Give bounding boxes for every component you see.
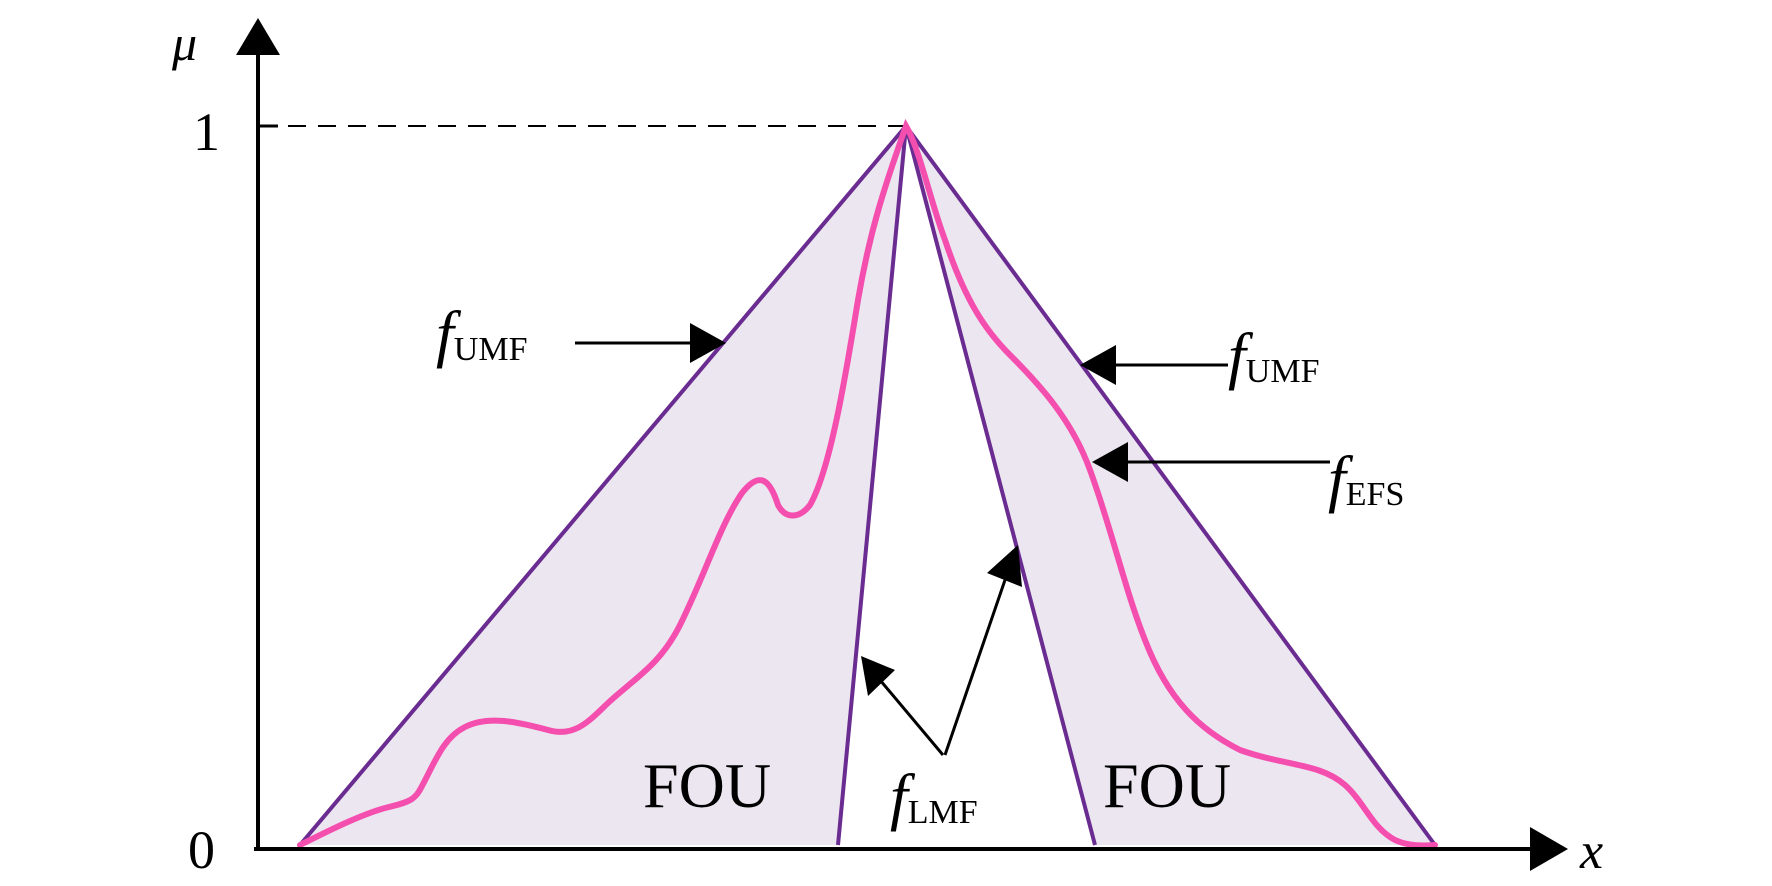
- x-axis-label: x: [1579, 823, 1603, 880]
- fou-right-label: FOU: [1103, 750, 1231, 821]
- fou-region: [300, 126, 1435, 845]
- umf-right-label: fUMF: [1228, 320, 1319, 391]
- embedded-fuzzy-set-curve: [297, 118, 1438, 849]
- umf-left-label: fUMF: [436, 298, 527, 369]
- umf-left-arrowhead: [690, 323, 726, 363]
- efs-label: fEFS: [1328, 443, 1404, 514]
- fou-left-label: FOU: [643, 750, 771, 821]
- lmf-left-arrowhead: [861, 656, 895, 696]
- lmf-right-arrowhead: [987, 545, 1022, 587]
- lmf-label: fLMF: [890, 761, 978, 832]
- y-axis-label: μ: [171, 15, 197, 71]
- lmf-right-arrow-shaft: [943, 579, 1007, 756]
- efs-arrowhead: [1092, 442, 1128, 482]
- lmf-left-arrow-shaft: [878, 679, 945, 756]
- y-tick-one-label: 1: [193, 102, 220, 162]
- y-axis-arrowhead: [236, 18, 280, 55]
- umf-right-arrowhead: [1080, 345, 1116, 385]
- x-axis-arrowhead: [1530, 827, 1568, 871]
- y-tick-zero-label: 0: [188, 820, 215, 880]
